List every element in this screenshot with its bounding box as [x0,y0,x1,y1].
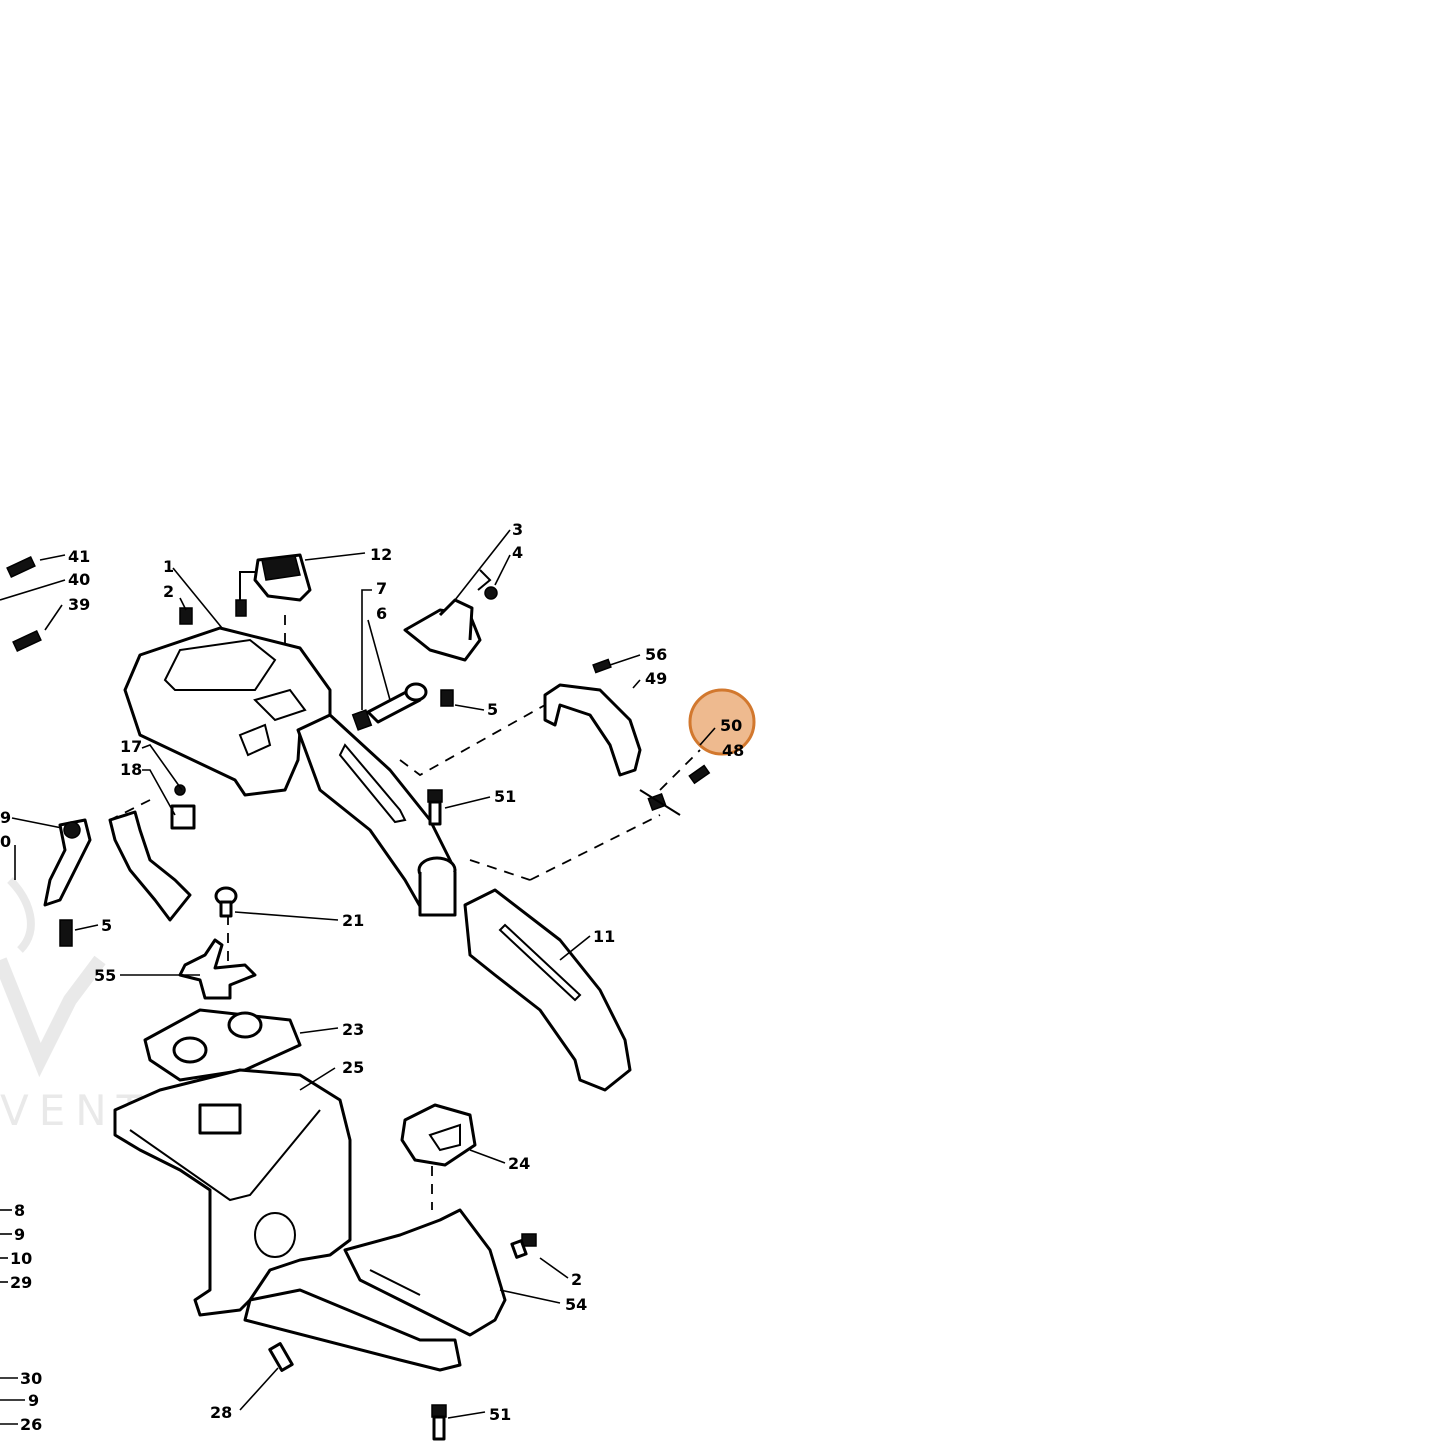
callout-55: 55 [94,966,116,985]
callout-23: 23 [342,1020,364,1039]
screw-2-part [510,1233,537,1259]
callout-54: 54 [565,1295,587,1314]
callout-9-left: 9 [0,808,11,827]
watermark-logo: VENT [0,877,142,1135]
callout-2-top: 2 [163,582,174,601]
spring-part [639,764,711,816]
bracket-part [403,569,498,662]
callout-labels: 41 40 39 1 2 12 3 4 7 6 5 56 49 50 48 17… [0,520,744,1434]
callout-5-top: 5 [487,700,498,719]
callout-0-left: 0 [0,832,11,851]
callout-17: 17 [120,737,142,756]
bolt-28-part [268,1342,294,1372]
callout-51-bottom: 51 [489,1405,511,1424]
callout-3: 3 [512,520,523,539]
callout-12: 12 [370,545,392,564]
main-housing-part [123,626,457,917]
screw-2-top-part [179,607,193,625]
callout-24: 24 [508,1154,530,1173]
cover-part [463,888,632,1092]
callout-1: 1 [163,557,174,576]
callout-8: 8 [14,1201,25,1220]
callout-48: 48 [722,741,744,760]
callout-26: 26 [20,1415,42,1434]
callout-5-left: 5 [101,916,112,935]
callout-30: 30 [20,1369,42,1388]
mount-part [143,1008,302,1082]
callout-50: 50 [720,716,742,735]
callout-2-right: 2 [571,1270,582,1289]
callout-10: 10 [10,1249,32,1268]
callout-4: 4 [512,543,523,562]
switch-part [235,553,312,617]
callout-7: 7 [376,579,387,598]
callout-49: 49 [645,669,667,688]
small-parts-left [6,555,42,653]
callout-51-top: 51 [494,787,516,806]
throttle-part [43,784,196,922]
bolt-21-part [214,886,238,918]
callout-41: 41 [68,547,90,566]
callout-29: 29 [10,1273,32,1292]
callout-39: 39 [68,595,90,614]
guard-54-part [343,1208,507,1337]
bolt-part [427,789,443,826]
callout-21: 21 [342,911,364,930]
guard-part [543,658,642,777]
callout-6: 6 [376,604,387,623]
callout-9a: 9 [14,1225,25,1244]
pin-part [351,682,454,731]
screw-part [59,919,73,947]
callout-18: 18 [120,760,142,779]
callout-28: 28 [210,1403,232,1422]
callout-56: 56 [645,645,667,664]
frame-part [113,1068,462,1372]
bolt-51-bottom-part [431,1404,447,1441]
callout-11: 11 [593,927,615,946]
bracket-55-part [178,938,257,1000]
rubber-mount-part [400,1103,477,1167]
callout-40: 40 [68,570,90,589]
callout-9b: 9 [28,1391,39,1410]
callout-25: 25 [342,1058,364,1077]
